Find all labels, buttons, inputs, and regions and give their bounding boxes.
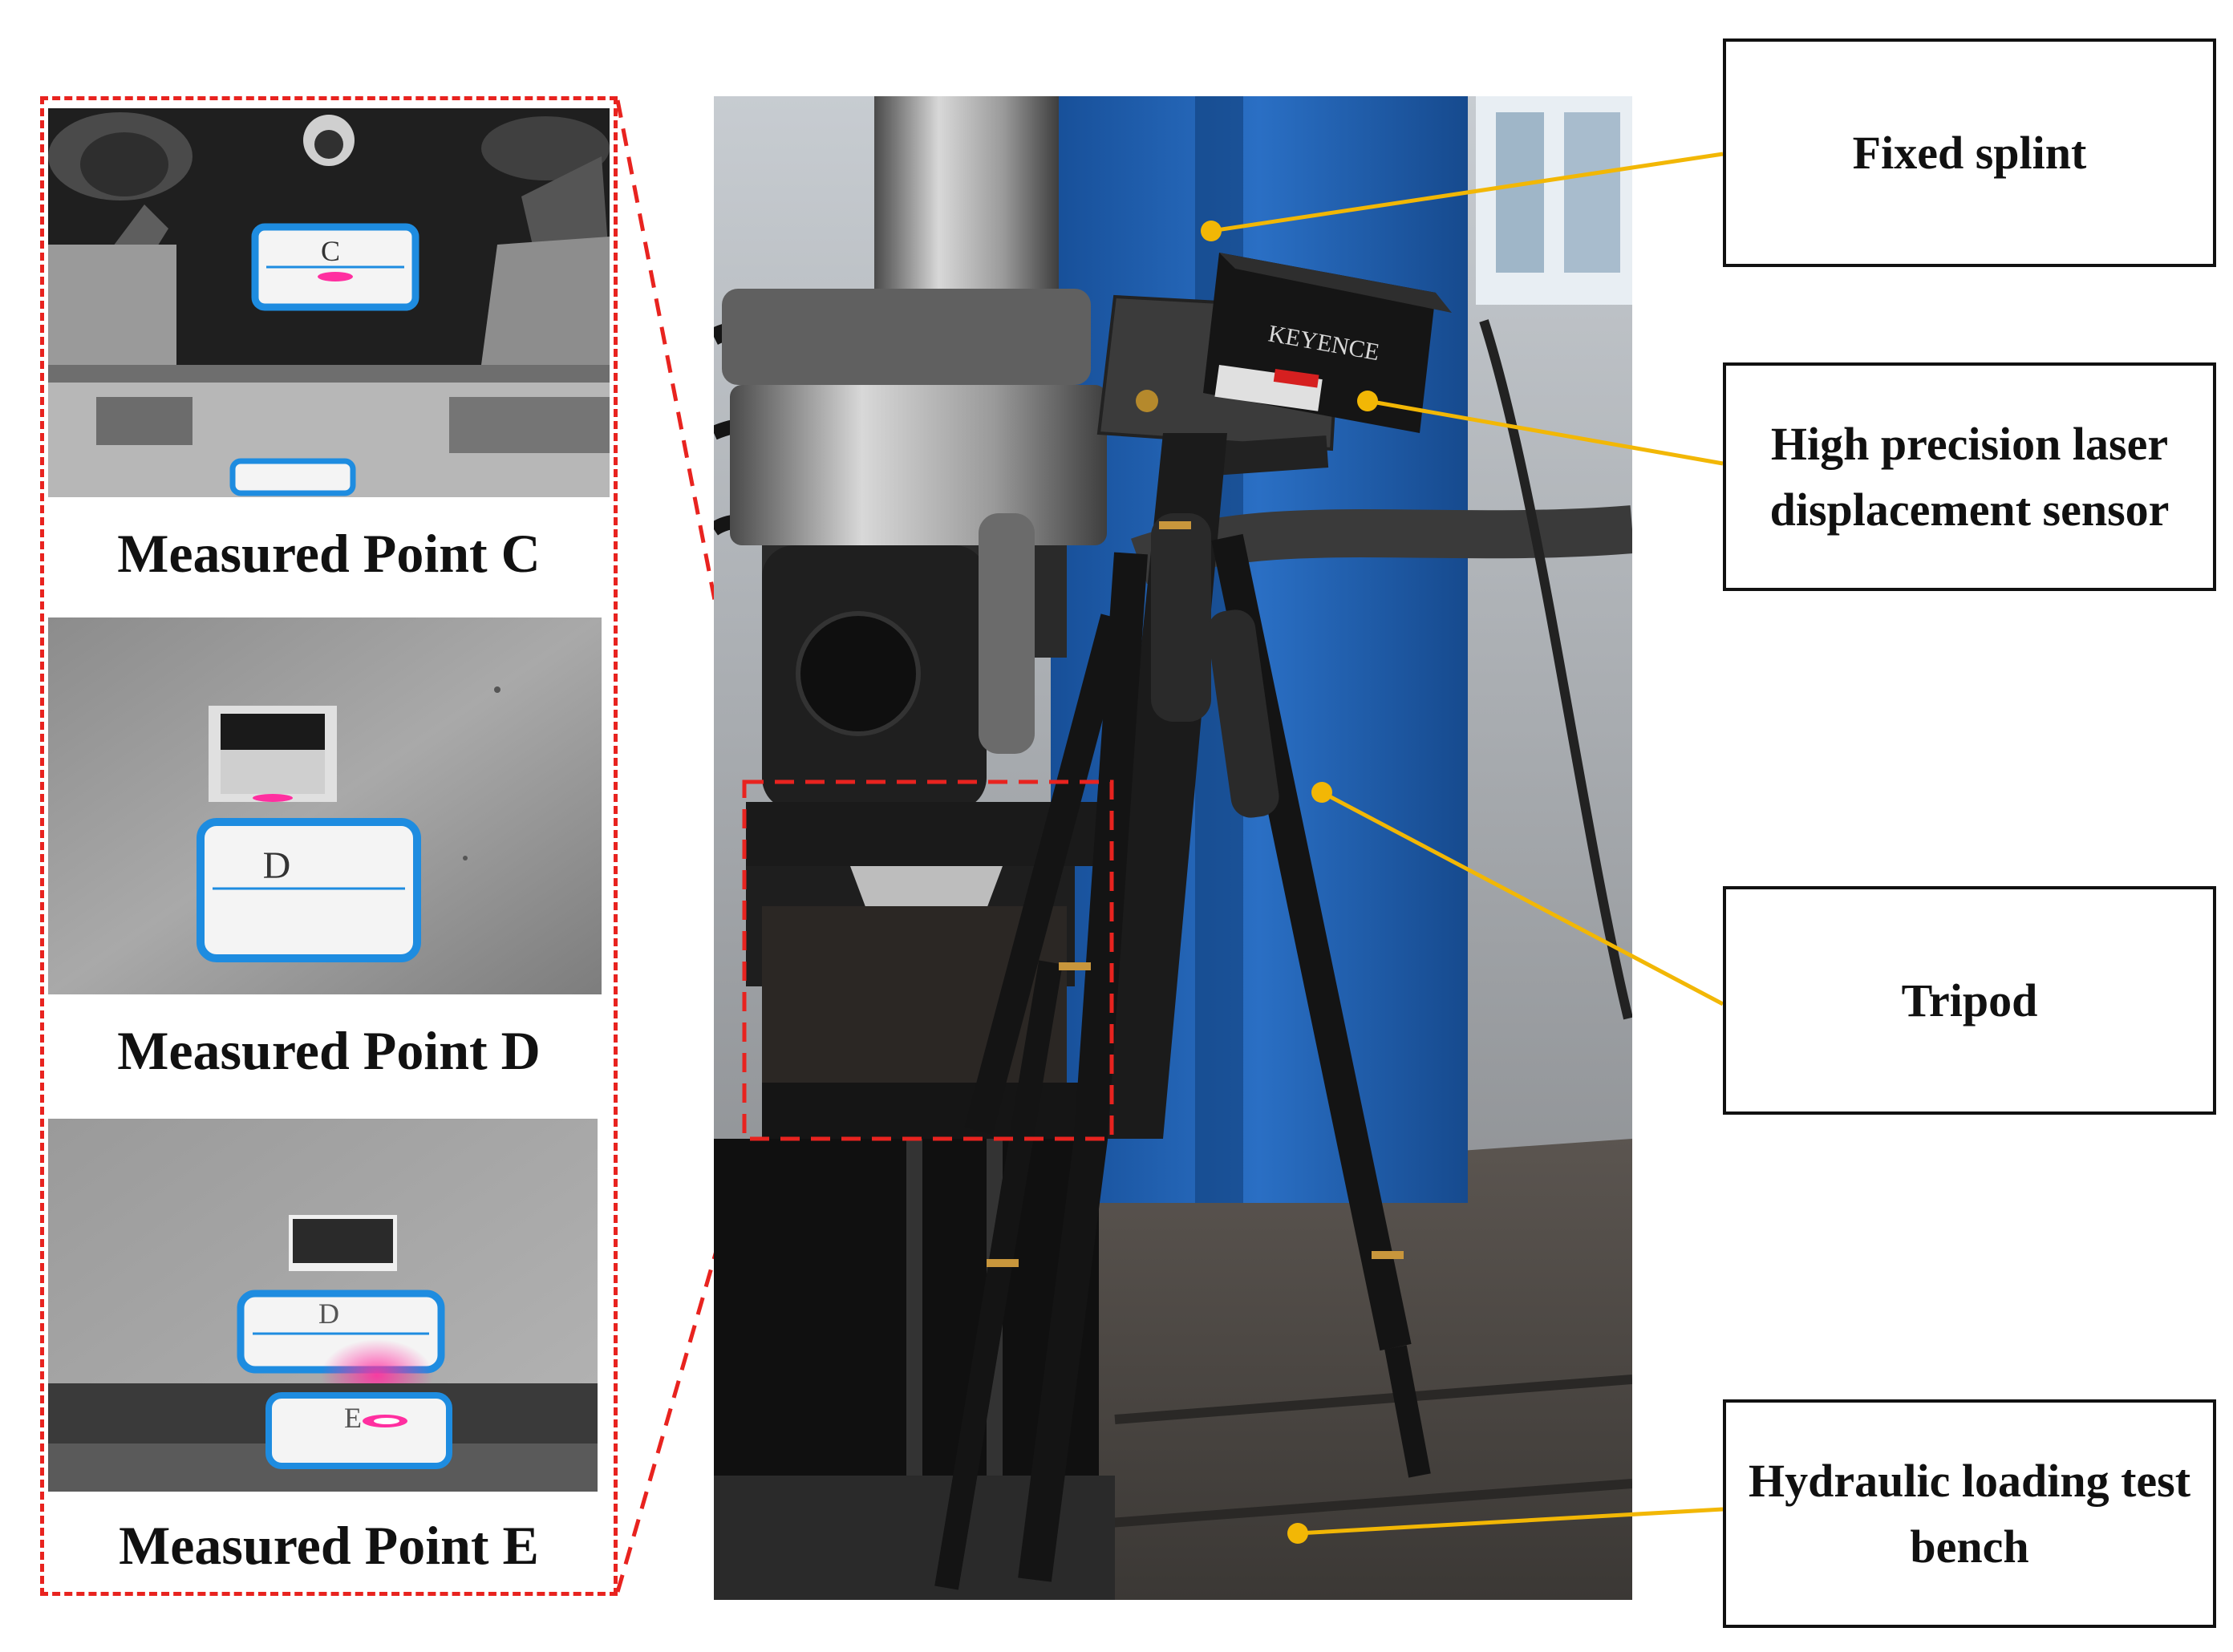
callout-fixed-splint: Fixed splint (1723, 38, 2216, 267)
callout-tripod: Tripod (1723, 886, 2216, 1115)
main-photo-test-setup: KEYENCE (714, 96, 1632, 1600)
inset-photo-point-d: D (48, 617, 602, 994)
label-d-text: D (263, 844, 291, 887)
label-e-text: E (344, 1402, 362, 1434)
label-c-text: C (321, 235, 340, 267)
callout-laser-displacement-sensor: High precision laser displacement sensor (1723, 362, 2216, 591)
caption-measured-point-c: Measured Point C (117, 523, 541, 584)
inset-photo-point-c: C (48, 108, 610, 497)
inset-photo-point-e: D E (48, 1119, 598, 1492)
callout-hydraulic-test-bench: Hydraulic loading test bench (1723, 1399, 2216, 1628)
caption-measured-point-e: Measured Point E (119, 1515, 539, 1576)
label-d2-text: D (318, 1298, 339, 1330)
inset-dashed-frame (40, 96, 618, 1596)
caption-measured-point-d: Measured Point D (117, 1020, 541, 1081)
